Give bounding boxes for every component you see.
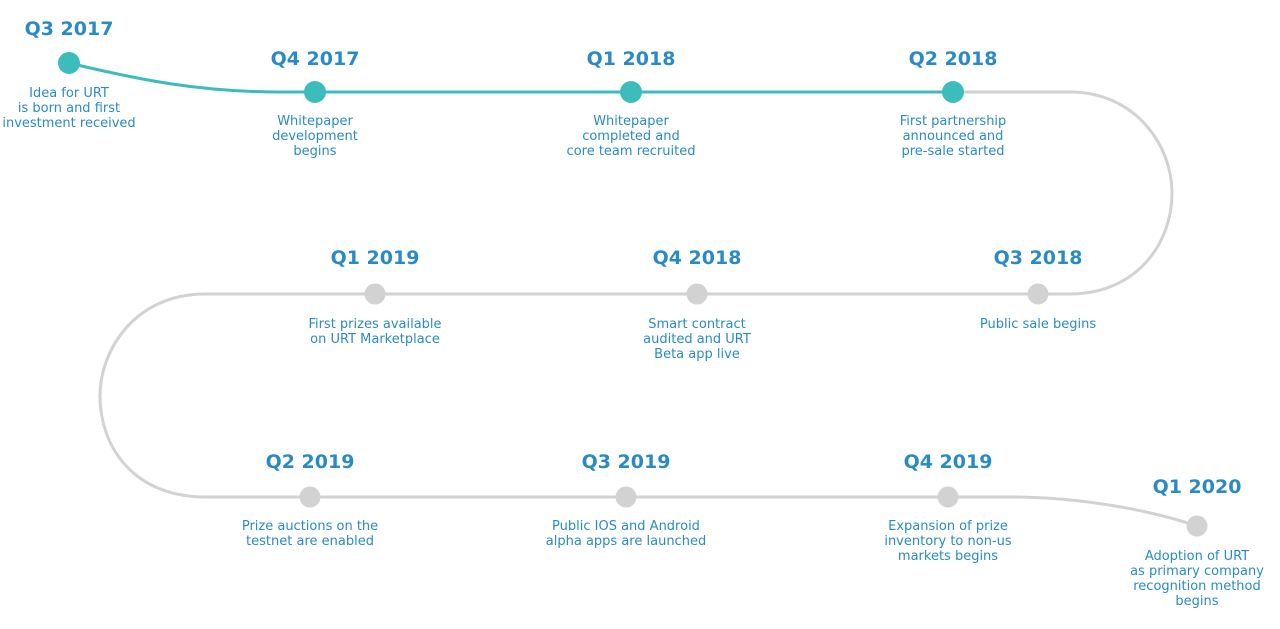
track-completed	[67, 61, 955, 94]
milestone-quarter: Q4 2019	[903, 451, 993, 473]
milestone-quarter: Q1 2018	[586, 48, 676, 70]
milestone-quarter: Q3 2018	[993, 247, 1083, 269]
milestone-dot-completed	[58, 52, 80, 74]
milestone-description: Prize auctions on the testnet are enable…	[241, 519, 379, 549]
milestone-description: First partnership announced and pre-sale…	[899, 114, 1007, 159]
milestone-quarter: Q1 2019	[330, 247, 420, 269]
milestone-dot-upcoming	[364, 283, 386, 305]
milestone-description: Smart contract audited and URT Beta app …	[643, 317, 751, 362]
milestone-quarter: Q1 2020	[1152, 476, 1242, 498]
milestone-description: Whitepaper completed and core team recru…	[566, 114, 696, 159]
milestone-quarter: Q4 2017	[270, 48, 360, 70]
milestone-description: Public IOS and Android alpha apps are la…	[545, 519, 707, 549]
milestone-dot-upcoming	[1027, 283, 1049, 305]
milestone-quarter: Q2 2019	[265, 451, 355, 473]
track-upcoming	[98, 90, 1199, 528]
milestone-description: Public sale begins	[979, 317, 1097, 332]
milestone-dot-upcoming	[299, 486, 321, 508]
milestone-quarter: Q4 2018	[652, 247, 742, 269]
milestone-dot-completed	[304, 81, 326, 103]
milestone-quarter: Q2 2018	[908, 48, 998, 70]
milestone-dot-upcoming	[937, 486, 959, 508]
milestone-dot-completed	[620, 81, 642, 103]
milestone-description: Whitepaper development begins	[272, 114, 358, 159]
milestone-quarter: Q3 2017	[24, 18, 114, 40]
milestone-dot-upcoming	[615, 486, 637, 508]
milestone-description: Idea for URT is born and first investmen…	[2, 86, 136, 131]
milestone-description: Expansion of prize inventory to non-us m…	[884, 519, 1012, 564]
milestone-quarter: Q3 2019	[581, 451, 671, 473]
milestone-dot-upcoming	[1186, 515, 1208, 537]
milestone-description: Adoption of URT as primary company recog…	[1130, 549, 1264, 609]
milestone-dot-upcoming	[686, 283, 708, 305]
milestone-dot-completed	[942, 81, 964, 103]
milestone-description: First prizes available on URT Marketplac…	[308, 317, 442, 347]
